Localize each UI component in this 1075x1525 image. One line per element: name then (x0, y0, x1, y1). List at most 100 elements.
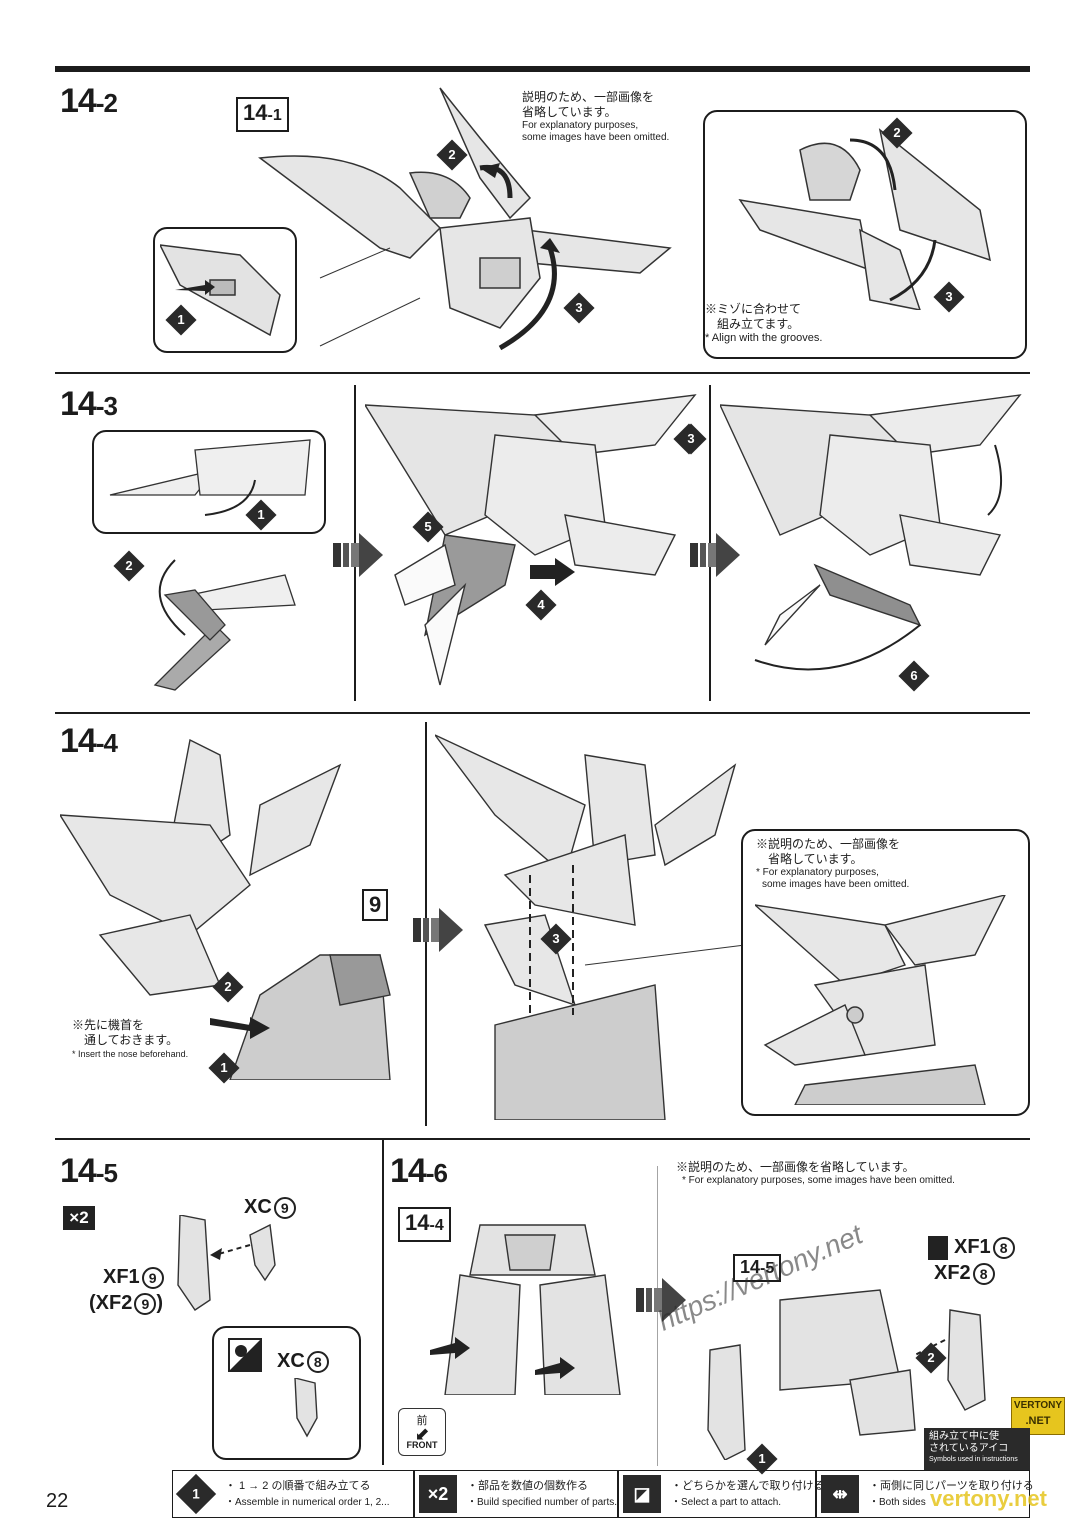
ref-14-5: 14-5 (733, 1254, 782, 1282)
legend-en: ・Both sides (869, 1497, 926, 1508)
ref-14-4: 14-4 (398, 1207, 451, 1242)
note-en-line: * For explanatory purposes, some images … (682, 1175, 955, 1186)
order-step-2: 2 (212, 971, 244, 1003)
page-number: 22 (46, 1490, 69, 1512)
step-14-2-title: 14-2 (60, 82, 118, 121)
legend-en: ・Build specified number of parts. (467, 1497, 618, 1508)
both-sides-icon (928, 1236, 948, 1260)
step-number: 14 (60, 82, 97, 120)
ref-9: 9 (362, 889, 389, 921)
step-14-2-illustration (258, 87, 672, 351)
step-number: 14 (60, 385, 97, 423)
order-step-4: 4 (525, 589, 557, 621)
order-step-5: 5 (412, 511, 444, 543)
step-sub: -5 (95, 1158, 118, 1188)
flow-arrow (333, 533, 383, 577)
step-number: 14 (60, 722, 97, 760)
step-number: 14 (390, 1152, 427, 1190)
legend-multiply: ×2 ・部品を数値の個数作る ・Build specified number o… (414, 1470, 618, 1518)
note-en-line: For explanatory purposes, (522, 120, 639, 131)
legend-en: ・Assemble in numerical order 1, 2... (225, 1497, 390, 1508)
omitted-note-2: ※説明のため、一部画像を 省略しています。 * For explanatory … (756, 837, 909, 891)
note-jp-line: ※説明のため、一部画像を省略しています。 (676, 1160, 915, 1174)
step-sub: -4 (95, 728, 118, 758)
legend-order-icon: 1 (175, 1473, 217, 1515)
detail-inset-14-4-drawing (755, 895, 1006, 1105)
omitted-note-1: 説明のため、一部画像を 省略しています。 For explanatory pur… (522, 90, 669, 144)
order-step-3: 3 (933, 281, 965, 313)
step-14-6-right-drawing (707, 1289, 986, 1460)
legend-both-sides: ⇹ ・両側に同じパーツを取り付ける ・Both sides (816, 1470, 1034, 1518)
panel-divider-dashed (657, 1166, 658, 1466)
section-rule (55, 372, 1030, 374)
detail-inset-14-2-right-drawing (738, 128, 991, 310)
step-sub: -2 (95, 88, 118, 118)
legend-both-sides-icon: ⇹ (821, 1475, 859, 1513)
section-rule (55, 1138, 1030, 1140)
legend-select-icon: ◪ (623, 1475, 661, 1513)
step-14-6-left-drawing (430, 1224, 621, 1395)
ref-number: 14 (243, 100, 268, 125)
legend-jp: ・ 1 → 2 の順番で組み立てる (225, 1480, 371, 1492)
step-14-3-right-drawing (720, 394, 1022, 671)
step-number: 14 (60, 1152, 97, 1190)
legend-jp: ・どちらかを選んで取り付ける (671, 1480, 825, 1492)
note-en-line: some images have been omitted. (762, 879, 910, 890)
legend-en: ・Select a part to attach. (671, 1497, 782, 1508)
nose-note: ※先に機首を 通しておきます。 * Insert the nose before… (72, 1018, 189, 1060)
note-en-line: some images have been omitted. (522, 132, 670, 143)
part-code: XC (244, 1196, 272, 1218)
order-step-2: 2 (436, 139, 468, 171)
step-14-5-title: 14-5 (60, 1152, 118, 1191)
part-number: 8 (306, 1351, 329, 1373)
badge-line: .NET (1025, 1415, 1051, 1427)
ref-14-1: 14-1 (236, 97, 289, 132)
order-step-2: 2 (881, 117, 913, 149)
part-number: 9 (273, 1197, 296, 1219)
step-14-4-left-drawing (60, 738, 391, 1080)
step-14-3-title: 14-3 (60, 385, 118, 424)
watermark-corner: vertony.net (930, 1486, 1047, 1511)
detail-inset-14-2-left-drawing (160, 244, 281, 337)
part-code: (XF2 (89, 1292, 133, 1314)
step-14-3-middle-drawing (365, 394, 697, 686)
flow-arrow (413, 908, 463, 952)
part-number: 9 (134, 1293, 157, 1315)
badge-line: VERTONY (1013, 1400, 1063, 1411)
order-step-1: 1 (245, 499, 277, 531)
step-14-6-title: 14-6 (390, 1152, 448, 1191)
note-jp-line: 省略しています。 (768, 852, 863, 866)
front-en: FRONT (406, 1440, 438, 1450)
part-number: 8 (972, 1263, 995, 1285)
ref-sub: -5 (760, 1260, 775, 1277)
note-en-line: * For explanatory purposes, (756, 867, 879, 878)
order-step-6: 6 (898, 660, 930, 692)
part-number: 8 (992, 1237, 1015, 1259)
order-step-3: 3 (540, 923, 572, 955)
step-sub: -3 (95, 391, 118, 421)
part-code: XF2 (934, 1262, 971, 1284)
note-jp-line: ※ミゾに合わせて (705, 302, 802, 316)
note-jp-line: ※説明のため、一部画像を (756, 837, 901, 851)
symbols-jp-line: 組み立て中に使 (929, 1431, 999, 1442)
note-jp-line: 省略しています。 (522, 105, 617, 119)
note-jp-line: 組み立てます。 (717, 317, 800, 331)
part-code: ) (156, 1292, 164, 1314)
ref-number: 14 (740, 1257, 761, 1277)
order-step-1: 1 (165, 304, 197, 336)
front-indicator: 前 ⬋ FRONT (398, 1408, 446, 1456)
symbols-en-line: Symbols used in instructions (929, 1456, 1018, 1463)
panel-divider (382, 1140, 384, 1465)
select-part-icon-glyph (230, 1340, 260, 1370)
legend-jp: ・両側に同じパーツを取り付ける (869, 1480, 1034, 1492)
note-jp-line: 通しておきます。 (84, 1033, 179, 1047)
order-step-2: 2 (113, 550, 145, 582)
order-step-1: 1 (208, 1052, 240, 1084)
note-jp-line: ※先に機首を (72, 1018, 145, 1032)
